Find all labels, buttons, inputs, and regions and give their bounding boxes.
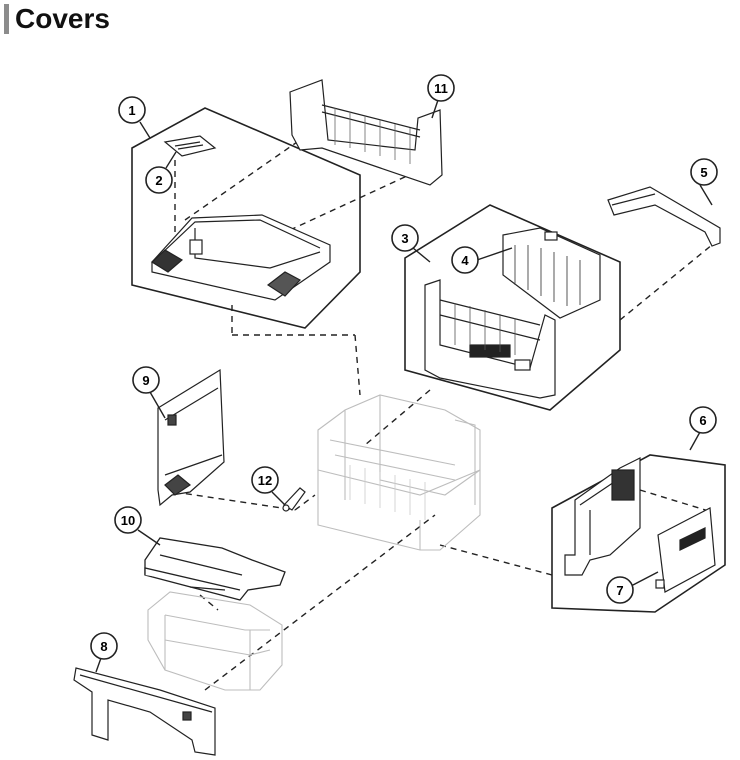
callout-5-label: 5: [700, 165, 707, 180]
callout-6-marker: 6: [689, 406, 717, 434]
part-12-lever: [282, 487, 306, 512]
callout-3-label: 3: [401, 231, 408, 246]
part-6-right-cover: [564, 457, 641, 576]
part-7-right-panel: [655, 507, 716, 593]
part-11-rear-frame: [289, 79, 443, 186]
callout-8-label: 8: [100, 639, 107, 654]
callout-7-marker: 7: [606, 576, 634, 604]
part-2-lid: [163, 135, 217, 157]
part-5-strip-cover: [607, 186, 721, 247]
part-9-left-cover: [157, 368, 225, 507]
part-4-inner-door: [502, 227, 601, 319]
callout-5-marker: 5: [690, 158, 718, 186]
group-box-6: [551, 454, 726, 613]
part-1-top-cover: [151, 214, 331, 301]
group-box-3: [404, 204, 621, 411]
lower-frame: [147, 591, 283, 691]
part-3-rear-door: [424, 279, 556, 399]
callout-11-label: 11: [434, 81, 448, 96]
callout-4-label: 4: [461, 253, 469, 268]
group-box-1: [131, 107, 361, 329]
callout-8-marker: 8: [90, 632, 118, 660]
callout-9-marker: 9: [132, 366, 160, 394]
callout-12-marker: 12: [251, 466, 279, 494]
part-8-front-cover: [73, 667, 216, 756]
callout-12-label: 12: [258, 473, 272, 488]
callout-1-marker: 1: [118, 96, 146, 124]
callout-2-label: 2: [155, 173, 162, 188]
callout-10-marker: 10: [114, 506, 142, 534]
title-accent-bar: [4, 4, 9, 34]
callout-1-label: 1: [128, 103, 135, 118]
part-10-output-tray: [144, 537, 286, 601]
callout-6-label: 6: [699, 413, 706, 428]
callout-2-marker: 2: [145, 166, 173, 194]
page-header: Covers: [4, 2, 110, 36]
callout-7-label: 7: [616, 583, 623, 598]
printer-frame: [317, 394, 481, 551]
page-title: Covers: [15, 3, 110, 34]
callout-9-label: 9: [142, 373, 149, 388]
callout-10-label: 10: [121, 513, 135, 528]
callout-4-marker: 4: [451, 246, 479, 274]
callout-11-marker: 11: [427, 74, 455, 102]
callout-3-marker: 3: [391, 224, 419, 252]
